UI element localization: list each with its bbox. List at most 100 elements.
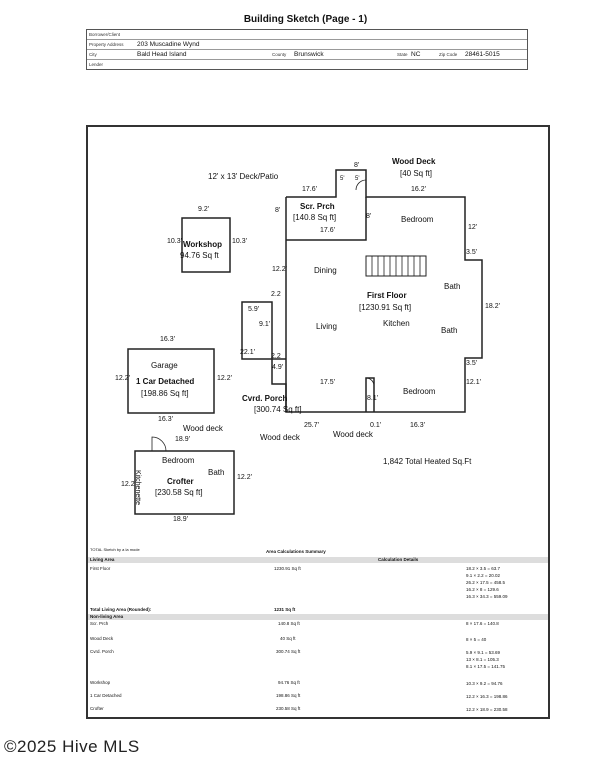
watermark: ©2025 Hive MLS: [4, 737, 140, 756]
cvrd-porch-area: [300.74 Sq ft]: [254, 405, 302, 414]
wood-deck-label: Wood deck: [183, 424, 223, 433]
total-living-value: 1231 Sq ft: [274, 607, 296, 612]
area-row-sqft: 230.58 Sq ft: [276, 706, 301, 711]
dim-label: 17.6': [320, 227, 335, 234]
first-floor-row: First Floor: [90, 566, 111, 571]
dim-label: 16.3': [160, 336, 175, 343]
zip-label: Zip Code: [439, 52, 458, 57]
dim-label: 8.1': [367, 395, 379, 402]
city-value: Bald Head Island: [137, 51, 187, 58]
dim-label: 8': [275, 207, 281, 214]
total-living-label: Total Living Area (Rounded):: [90, 607, 152, 612]
area-row-name: 1 Car Detached: [90, 693, 122, 698]
calc-line: 26.2 × 17.5 = 458.5: [466, 580, 506, 585]
first-floor-area: [1230.91 Sq ft]: [359, 303, 412, 312]
dim-label: 9.2': [198, 206, 210, 213]
dim-label: 10.3': [232, 238, 247, 245]
calc-line: 16.2 × 8 = 129.6: [466, 587, 499, 592]
dim-label: 12.2': [121, 481, 136, 488]
dim-label: 12': [468, 224, 478, 231]
dim-label: 3.5': [466, 360, 478, 367]
dim-label: 3.5': [466, 249, 478, 256]
calc-line: 10.3 × 9.2 = 94.76: [466, 681, 503, 686]
calc-line: 12.2 × 18.9 = 230.58: [466, 707, 508, 712]
dim-label: 12.2': [217, 375, 232, 382]
property-label: Property Address: [89, 42, 124, 47]
calc-line: 12.2 × 16.3 = 198.86: [466, 694, 508, 699]
room-label: Bedroom: [401, 215, 434, 224]
garage-label: Garage: [151, 361, 178, 370]
area-calculations: TOTAL Sketch by a la mode Area Calculati…: [88, 547, 548, 717]
dim-label: 9.1': [259, 321, 271, 328]
living-bar: Living Area Calculation Details: [88, 557, 548, 563]
workshop-label: Workshop: [183, 240, 222, 249]
door-swing-2: [151, 436, 167, 452]
scr-prch-label: Scr. Prch: [300, 202, 335, 211]
area-row-name: Cvrd. Porch: [90, 649, 114, 654]
dim-label: 5.9': [248, 306, 260, 313]
room-label: Bath: [441, 326, 458, 335]
calc-line: 18.2 × 3.5 = 63.7: [466, 566, 501, 571]
scr-prch-outline: [286, 197, 367, 241]
lender-label: Lender: [89, 62, 104, 67]
room-label: Bedroom: [403, 387, 436, 396]
door-swing-3: [365, 377, 375, 387]
deck-patio-label: 12' x 13' Deck/Patio: [208, 172, 279, 181]
dim-label: 18.9': [173, 516, 188, 523]
calc-details-heading: Calculation Details: [378, 557, 419, 562]
dim-label: 12.2': [115, 375, 130, 382]
area-row-sqft: 40 Sq ft: [280, 636, 296, 641]
dim-label: 25.7': [304, 422, 319, 429]
dim-label: 10.3': [167, 238, 182, 245]
area-row-sqft: 140.8 Sq ft: [278, 621, 300, 626]
dim-label: 17.6': [302, 186, 317, 193]
dim-label: 4.9': [272, 364, 284, 371]
dim-label: 16.2': [411, 186, 426, 193]
crofter-outline: [134, 450, 235, 515]
dim-label: 18.2': [485, 303, 500, 310]
room-label: Living: [316, 322, 337, 331]
car-area: [198.86 Sq ft]: [141, 389, 189, 398]
total-heated-label: 1,842 Total Heated Sq.Ft: [383, 457, 472, 466]
wood-deck-label: Wood deck: [333, 430, 373, 439]
calc-line: 8.1 × 17.5 = 141.75: [466, 664, 506, 669]
workshop-area: 94.76 Sq ft: [180, 251, 219, 260]
first-floor-label: First Floor: [367, 291, 407, 300]
summary-title: Area Calculations Summary: [266, 549, 326, 554]
sketch-note: TOTAL Sketch by a la mode: [90, 547, 140, 552]
dim-label: 16.3': [158, 416, 173, 423]
property-address: 203 Muscadine Wynd: [137, 41, 200, 48]
dim-label: 8': [366, 213, 372, 220]
living-area-heading: Living Area: [90, 557, 115, 562]
city-label: City: [89, 52, 97, 57]
area-row-name: Workshop: [90, 680, 111, 685]
car-detached-label: 1 Car Detached: [136, 377, 195, 386]
area-row-sqft: 300.74 Sq ft: [276, 649, 301, 654]
area-row-name: Wood Deck: [90, 636, 114, 641]
room-label: Dining: [314, 266, 337, 275]
calc-line: 16.3 × 34.3 = 559.09: [466, 594, 508, 599]
non-living-bar: Non-living Area: [88, 614, 548, 620]
scr-prch-area: [140.8 Sq ft]: [293, 213, 337, 222]
calc-line: 8 × 5 = 40: [466, 637, 487, 642]
area-row-sqft: 94.76 Sq ft: [278, 680, 300, 685]
county-label: County: [272, 52, 287, 57]
state-label: State: [397, 52, 408, 57]
dim-label: 16.3': [410, 422, 425, 429]
dim-label: 5': [340, 176, 345, 182]
non-living-heading: Non-living Area: [90, 614, 124, 619]
wood-deck-label: Wood deck: [260, 433, 300, 442]
area-row-sqft: 198.86 Sq ft: [276, 693, 301, 698]
borrower-label: Borrower/Client: [89, 32, 121, 37]
dim-label: 5': [355, 176, 360, 182]
dim-label: 18.9': [175, 436, 190, 443]
dim-label: 2.2: [271, 291, 281, 298]
workshop-outline: [181, 217, 231, 273]
dim-label: 12.2': [237, 474, 252, 481]
calc-line: 13 × 8.1 = 105.3: [466, 657, 499, 662]
area-row-name: Crofter: [90, 706, 104, 711]
cvrd-porch-label: Cvrd. Porch: [242, 394, 288, 403]
dim-label: 12.2': [272, 266, 287, 273]
